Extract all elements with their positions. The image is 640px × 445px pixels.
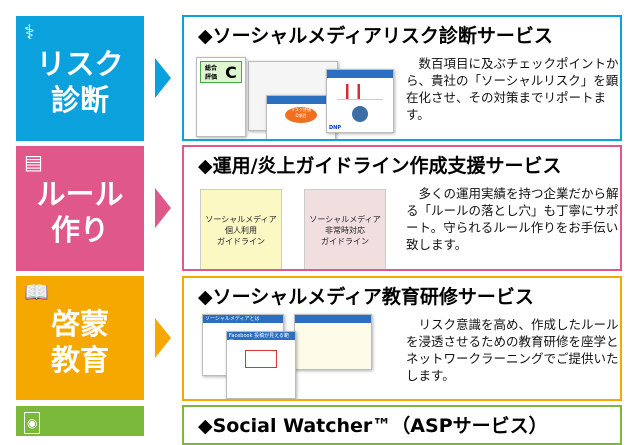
report-thumbnail: リスク評価 D項目 (266, 95, 336, 139)
service-description: リスク意識を高め、作成したルールを浸透させるための教育研修を座学とネットワークラ… (406, 317, 619, 383)
category-label: 啓蒙 教育 (50, 307, 109, 377)
grade-label: 総合 評価 (205, 65, 218, 81)
guideline-book: ソーシャルメディア 非常時対応 ガイドライン (304, 189, 386, 269)
stethoscope-icon: ⚕ (24, 20, 35, 44)
dnp-logo: DNP (329, 125, 341, 131)
arrow-icon (155, 188, 171, 228)
service-description: 数百項目に及ぶチェックポイントから、貴社の「ソーシャルリスク」を顕在化させ、その… (406, 56, 619, 122)
service-social-watcher[interactable]: ◆Social Watcher™（ASPサービス） (182, 405, 622, 445)
service-training[interactable]: ◆ソーシャルメディア教育研修サービス ソーシャルメディアとは Facebook … (182, 276, 622, 401)
slide-title: ソーシャルメディアとは (203, 315, 283, 323)
grade-value: C (225, 62, 237, 82)
service-description: 多くの運用実績を持つ企業だから解る「ルールの落とし穴」も丁寧にサポート。守られる… (406, 186, 619, 252)
arrow-icon (155, 58, 171, 98)
arrow-icon (155, 318, 171, 358)
service-title: ◆ソーシャルメディア教育研修サービス (198, 286, 534, 308)
service-risk-diagnosis[interactable]: ◆ソーシャルメディアリスク診断サービス 総合 評価 C リスク評価 D項目 DN… (182, 15, 622, 141)
category-risk: ⚕ リスク 診断 (16, 16, 144, 141)
eye-icon: ◉ (24, 412, 41, 434)
report-thumbnail: 総合 評価 C (196, 57, 246, 137)
category-education: 📖 啓蒙 教育 (16, 276, 144, 400)
guideline-book: ソーシャルメディア 個人利用 ガイドライン (200, 189, 282, 269)
category-rule: ▤ ルール 作り (16, 146, 144, 271)
document-icon: ▤ (24, 150, 43, 174)
category-label: ルール 作り (36, 177, 124, 247)
risk-badge: リスク評価 D項目 (285, 107, 317, 123)
report-thumbnail: DNP (326, 69, 394, 133)
slide-thumbnail: Facebook 投稿が見える範囲！ (226, 331, 296, 399)
category-label: リスク 診断 (36, 47, 124, 117)
slide-thumbnail (294, 314, 372, 370)
service-title: ◆ソーシャルメディアリスク診断サービス (198, 25, 553, 47)
category-watch: ◉ (16, 406, 144, 436)
book-icon: 📖 (24, 280, 49, 304)
service-title: ◆運用/炎上ガイドライン作成支援サービス (198, 155, 562, 177)
slide-title: Facebook 投稿が見える範囲！ (227, 332, 295, 346)
service-guideline[interactable]: ◆運用/炎上ガイドライン作成支援サービス ソーシャルメディア 個人利用 ガイドラ… (182, 145, 622, 271)
service-title: ◆Social Watcher™（ASPサービス） (198, 415, 548, 437)
